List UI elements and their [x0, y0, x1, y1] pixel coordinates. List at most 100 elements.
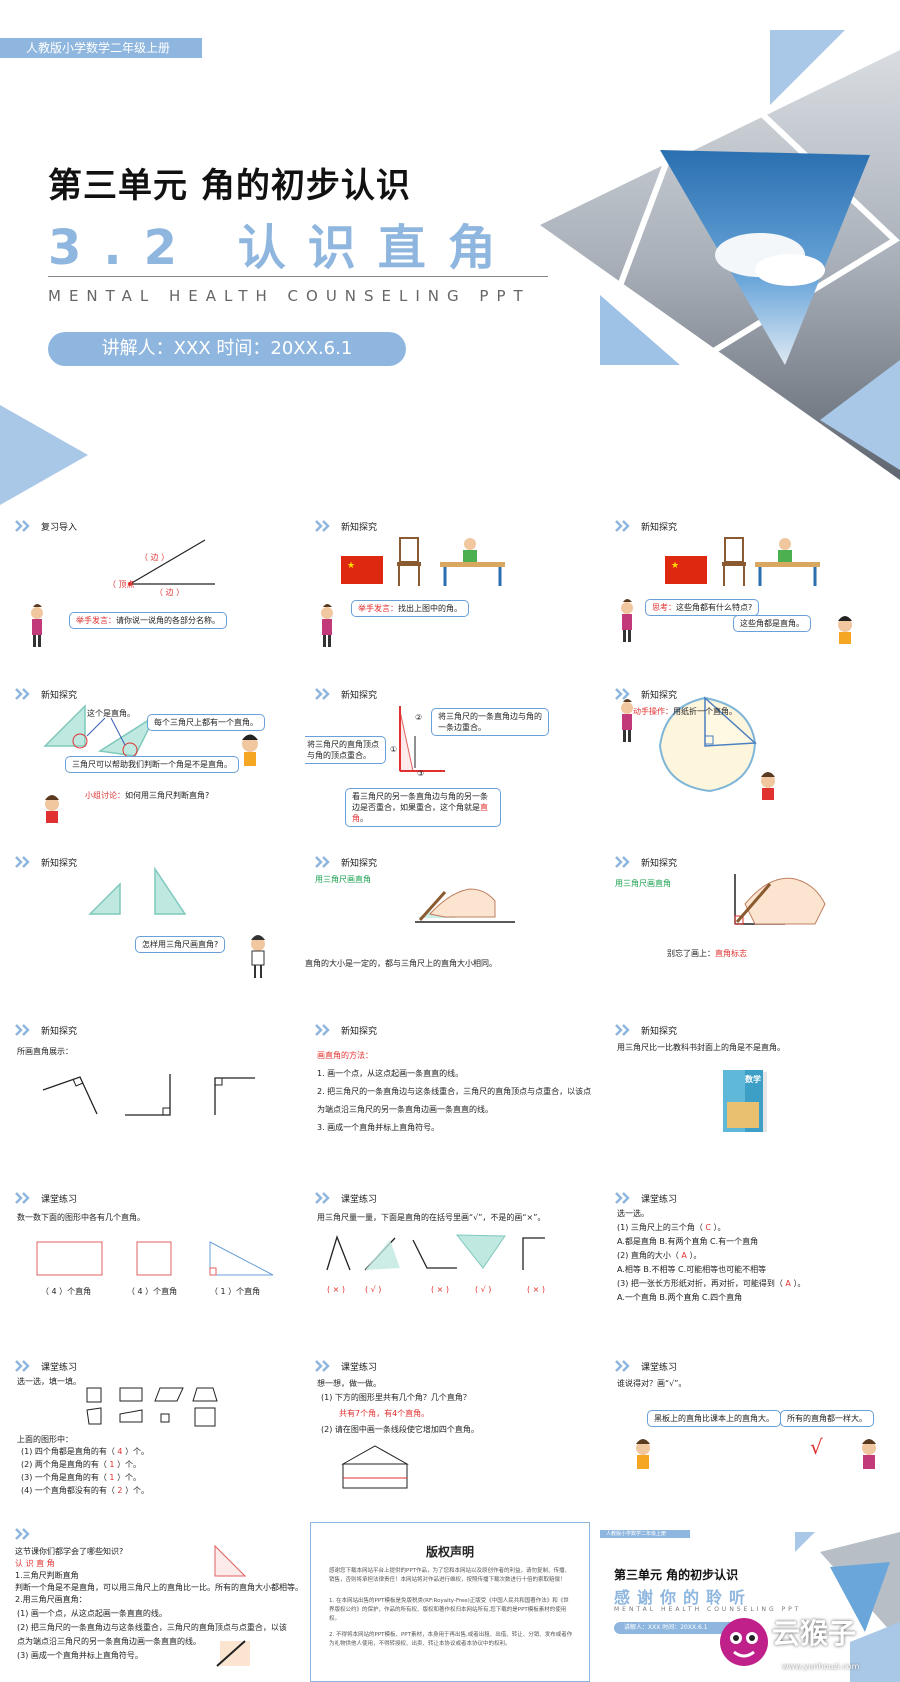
right-angle-word: 直角 [352, 803, 488, 823]
slide-practice-2: 课堂练习 用三角尺量一量，下面是直角的在括号里画“√”，不是的画“×”。 ( ×… [305, 1180, 595, 1340]
fill-line: (4) 一个直角都没有的有（ 2 ）个。 [21, 1485, 149, 1497]
speech-bubble: 每个三角尺上都有一个直角。 [147, 714, 265, 731]
slide-explore-4: 新知探究 ② 将三角尺的一条直角边与角的一条边重合。 将三角尺的直角顶点与角的顶… [305, 676, 595, 836]
step3-text: 边是否重合，如果重合，这个角就是 [352, 803, 480, 812]
thanks-decoration [795, 1532, 900, 1682]
slide-explore-5: 新知探究 动手操作：用纸折一个直角。 [605, 676, 895, 836]
step-number: ③ [417, 769, 425, 778]
slide-header: 课堂练习 [341, 1362, 378, 1373]
shapes-diagram [36, 1241, 274, 1276]
paper-fold-illustration [621, 696, 775, 800]
prompt-text: 找出上图中的角。 [398, 604, 462, 613]
chair-image [722, 537, 746, 586]
question-part: (3) 把一张长方形纸对折，再对折，可能得到（ [617, 1279, 783, 1288]
slide-explore-7: 新知探究 用三角尺画直角 直角的大小是一定的，都与三角尺上的直角大小相同。 [305, 844, 595, 1004]
copyright-paragraph: 1. 在本网站出售的PPT模板是免版税类(RF:Royalty-Free)正版受… [329, 1598, 569, 1622]
cover-decoration [0, 30, 900, 505]
course-tag: 人教版小学数学二年级上册 [0, 38, 202, 58]
question-line: (2) 直角的大小（ A ）。 [617, 1250, 701, 1262]
thanks-title: 感谢你的聆听 [614, 1588, 753, 1607]
speech-bubble: 三角尺可以帮助我们判断一个角是不是直角。 [65, 756, 239, 773]
slide-copyright: 版权声明 感谢您下载本网站平台上提供的PPT作品，为了您和本网站以及原创作者的利… [310, 1522, 590, 1682]
prompt-text: 请你说一说角的各部分名称。 [116, 616, 220, 625]
slide-summary: 这节课你们都学会了哪些知识? 认 识 直 角 1.三角尺判断直角 判断一个角是不… [5, 1516, 305, 1682]
student-figure [761, 772, 775, 800]
drawing-hand-illustration [734, 874, 826, 925]
slide-explore-2: 新知探究 ★ 思考：这些角都有什么特点? 这些角都是直角。 [605, 508, 895, 668]
section-label: 用三角尺画直角 [615, 879, 671, 888]
unit-title: 第三单元 角的初步认识 [48, 166, 411, 206]
options-line: A.相等 B.不相等 C.可能相等也可能不相等 [617, 1265, 767, 1274]
edge-label: （ 边 ） [140, 553, 170, 562]
fill-value: 2 [114, 1486, 126, 1495]
copyright-paragraph: 感谢您下载本网站平台上提供的PPT作品，为了您和本网站以及原创作者的利益，请勿复… [329, 1568, 570, 1583]
angle-diagram [31, 539, 215, 647]
step-bubble: 将三角尺的直角顶点与角的顶点重合。 [305, 736, 386, 764]
teacher-figure [321, 604, 333, 647]
student-figure [862, 1439, 876, 1469]
options-line: A.都是直角 B.有两个直角 C.有一个直角 [617, 1237, 759, 1246]
svg-text:★: ★ [671, 561, 679, 571]
subheading: 上面的图形中： [17, 1435, 73, 1444]
chevron-icon [315, 1024, 335, 1036]
question-text: 用三角尺量一量，下面是直角的在括号里画“√”，不是的画“×”。 [317, 1213, 546, 1222]
slide-review: 复习导入 （ 边 ） （ 顶点 （ 边 ） 举手发言：请你说一说角的各部分名称。 [5, 508, 295, 668]
slide-header: 新知探究 [41, 1026, 78, 1037]
answer-value: A [678, 1251, 690, 1260]
step3-text: 。 [360, 814, 368, 823]
question-line: (1) 下方的图形里共有几个角？几个直角？ [321, 1393, 471, 1402]
drawing-hand-illustration [415, 888, 515, 923]
slide-header: 复习导入 [41, 522, 78, 533]
vertex-label: （ 顶点 [108, 580, 135, 589]
slide-explore-1: 新知探究 ★ 举手发言：找出上图中的角。 [305, 508, 595, 668]
answer-text: （ 4 ）个直角 [41, 1287, 92, 1296]
question-part: ）。 [713, 1223, 726, 1232]
slide-thanks: 人教版小学数学二年级上册 第三单元 角的初步认识 感谢你的聆听 MENTAL H… [600, 1522, 900, 1682]
summary-step: (3) 画成一个直角并标上直角符号。 [17, 1651, 143, 1660]
teacher-figure [621, 599, 633, 642]
slide-header: 课堂练习 [41, 1362, 78, 1373]
slide-header: 新知探究 [641, 858, 678, 869]
fill-text: ）个。 [125, 1486, 150, 1495]
discussion-text: 如何用三角尺判断直角? [125, 791, 210, 800]
step-number: ① [390, 745, 398, 754]
flag-image [665, 556, 707, 584]
slide-header: 新知探究 [641, 522, 678, 533]
teacher-figure [621, 699, 633, 742]
summary-decorations [214, 1544, 250, 1667]
unit-title: 第三单元 角的初步认识 [614, 1568, 739, 1582]
question-text: 想一想，做一做。 [317, 1379, 381, 1388]
question-text: 谁说得对？画“√”。 [617, 1379, 687, 1388]
note-text: 直角的大小是一定的，都与三角尺上的直角大小相同。 [305, 959, 497, 968]
slide-header: 新知探究 [641, 690, 678, 701]
method-step: 3. 画成一个直角并标上直角符号。 [317, 1123, 440, 1132]
step-bubble: 将三角尺的一条直角边与角的一条边重合。 [431, 708, 549, 736]
desk-image [755, 538, 820, 586]
discussion-label: 小组讨论： [85, 791, 125, 800]
question-line: (3) 把一张长方形纸对折，再对折，可能得到（ A ）。 [617, 1278, 805, 1290]
speech-bubble: 举手发言：找出上图中的角。 [351, 600, 469, 617]
speech-bubble: 所有的直角都一样大。 [780, 1410, 874, 1427]
monkey-logo-icon [720, 1618, 768, 1666]
speech-bubble: 思考：这些角都有什么特点? [645, 599, 760, 616]
question-line: (2) 请在图中画一条线段使它增加四个直角。 [321, 1425, 479, 1434]
mark-answer: ( √ ) [475, 1285, 492, 1294]
house-shape [341, 1445, 409, 1489]
question-text: 选一选，填一填。 [17, 1377, 81, 1386]
fill-text: (1) 四个角都是直角的有（ [21, 1447, 115, 1456]
watermark-url: www.yunhouzi.com [782, 1662, 860, 1671]
slide-header: 课堂练习 [41, 1194, 78, 1205]
desk-image [440, 538, 505, 586]
slide-header: 新知探究 [341, 858, 378, 869]
fill-text: (4) 一个直角都没有的有（ [21, 1486, 115, 1495]
cover-subtitle: MENTAL HEALTH COUNSELING PPT [48, 287, 531, 305]
method-step: 1. 画一个点，从这点起画一条直直的线。 [317, 1069, 464, 1078]
textbook-image [723, 1070, 767, 1132]
fill-text: ）个。 [117, 1460, 142, 1469]
question-part: (1) 三角尺上的三个角（ [617, 1223, 703, 1232]
action-label: 动手操作： [633, 707, 673, 716]
slide-header: 新知探究 [41, 858, 78, 869]
slide-explore-3: 新知探究 这个是直角。 每个三角尺上都有一个直角。 三角尺可以帮助我们判断一个角… [5, 676, 295, 836]
question-bubble: 怎样用三角尺画直角? [135, 936, 226, 953]
right-angle-mark-label: 直角标志 [715, 949, 747, 958]
